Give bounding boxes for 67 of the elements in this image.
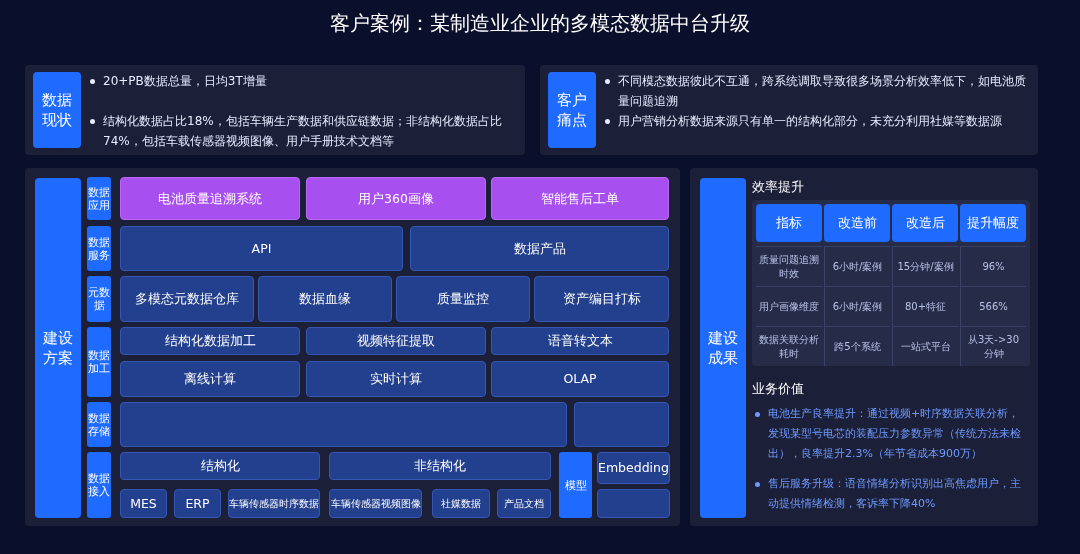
component-block: 质量监控 xyxy=(396,276,530,322)
component-block: 视频特征提取 xyxy=(306,327,486,355)
table-cell: 数据关联分析耗时 xyxy=(756,326,822,366)
application-block: 用户360画像 xyxy=(306,177,486,220)
section-tag: 客户痛点 xyxy=(548,72,596,148)
section-heading: 业务价值 xyxy=(752,380,804,398)
component-block: 结构化 xyxy=(120,452,320,480)
table-cell: 质量问题追溯时效 xyxy=(756,246,822,286)
component-block xyxy=(120,402,567,447)
layer-label: 元数据 xyxy=(87,276,111,322)
bullet-text: 电池生产良率提升：通过视频+时序数据关联分析，发现某型号电芯的装配压力参数异常（传统方法未检出），良率提升2.3%（年节省成本900万） xyxy=(768,407,1021,460)
table-cell: 一站式平台 xyxy=(892,326,958,366)
section-panel xyxy=(25,168,680,526)
table-cell: 6小时/案例 xyxy=(824,286,890,326)
component-block: 结构化数据加工 xyxy=(120,327,300,355)
table-cell: 6小时/案例 xyxy=(824,246,890,286)
table-cell: 566% xyxy=(960,286,1026,326)
component-block: 数据血缘 xyxy=(258,276,392,322)
layer-label: 数据加工 xyxy=(87,327,111,397)
table-cell: 跨5个系统 xyxy=(824,326,890,366)
table-cell: 15分钟/案例 xyxy=(892,246,958,286)
layer-label: 数据存储 xyxy=(87,402,111,447)
bullet-text: 用户营销分析数据来源只有单一的结构化部分，未充分利用社媒等数据源 xyxy=(618,114,1002,128)
table-cell: 用户画像维度 xyxy=(756,286,822,326)
info-card xyxy=(25,65,525,155)
component-block xyxy=(597,489,670,518)
component-block: 社媒数据 xyxy=(432,489,490,518)
component-block: 车辆传感器时序数据 xyxy=(228,489,320,518)
bullet-text: 不同模态数据彼此不互通，跨系统调取导致很多场景分析效率低下，如电池质量问题追溯 xyxy=(618,74,1026,108)
table-cell: 从3天->30分钟 xyxy=(960,326,1026,366)
application-block: 智能售后工单 xyxy=(491,177,669,220)
section-tag: 建设成果 xyxy=(700,178,746,518)
component-block xyxy=(574,402,669,447)
component-block: MES xyxy=(120,489,167,518)
layer-label: 模型 xyxy=(559,452,592,518)
section-panel xyxy=(690,168,1038,526)
component-block: ERP xyxy=(174,489,221,518)
bullet-text: 售后服务升级：语音情绪分析识别出高焦虑用户，主动提供情绪检测，客诉率下降40% xyxy=(768,477,1021,510)
info-card xyxy=(540,65,1038,155)
component-block: OLAP xyxy=(491,361,669,397)
component-block: API xyxy=(120,226,403,271)
component-block: 数据产品 xyxy=(410,226,669,271)
table-cell: 96% xyxy=(960,246,1026,286)
component-block: 实时计算 xyxy=(306,361,486,397)
component-block: 非结构化 xyxy=(329,452,551,480)
component-block: 语音转文本 xyxy=(491,327,669,355)
layer-label: 数据接入 xyxy=(87,452,111,518)
application-block: 电池质量追溯系统 xyxy=(120,177,300,220)
component-block: 车辆传感器视频图像 xyxy=(329,489,422,518)
component-block: 离线计算 xyxy=(120,361,300,397)
component-block: 资产编目打标 xyxy=(534,276,669,322)
bullet-text: 结构化数据占比18%，包括车辆生产数据和供应链数据；非结构化数据占比74%，包括车载传感器视频图像、用户手册技术文档等 xyxy=(103,114,502,148)
section-tag: 数据现状 xyxy=(33,72,81,148)
table-cell: 80+特征 xyxy=(892,286,958,326)
component-block: 产品文档 xyxy=(497,489,551,518)
layer-label: 数据应用 xyxy=(87,177,111,220)
page-title: 客户案例：某制造业企业的多模态数据中台升级 xyxy=(329,10,751,37)
table-header: 改造前 xyxy=(824,204,890,242)
component-block: 多模态元数据仓库 xyxy=(120,276,254,322)
layer-label: 数据服务 xyxy=(87,226,111,271)
table-header: 指标 xyxy=(756,204,822,242)
table-header: 提升幅度 xyxy=(960,204,1026,242)
component-block: Embedding xyxy=(597,452,670,484)
table-header: 改造后 xyxy=(892,204,958,242)
bullet-text: 20+PB数据总量，日均3T增量 xyxy=(103,74,267,88)
section-heading: 效率提升 xyxy=(752,178,804,196)
section-tag: 建设方案 xyxy=(35,178,81,518)
